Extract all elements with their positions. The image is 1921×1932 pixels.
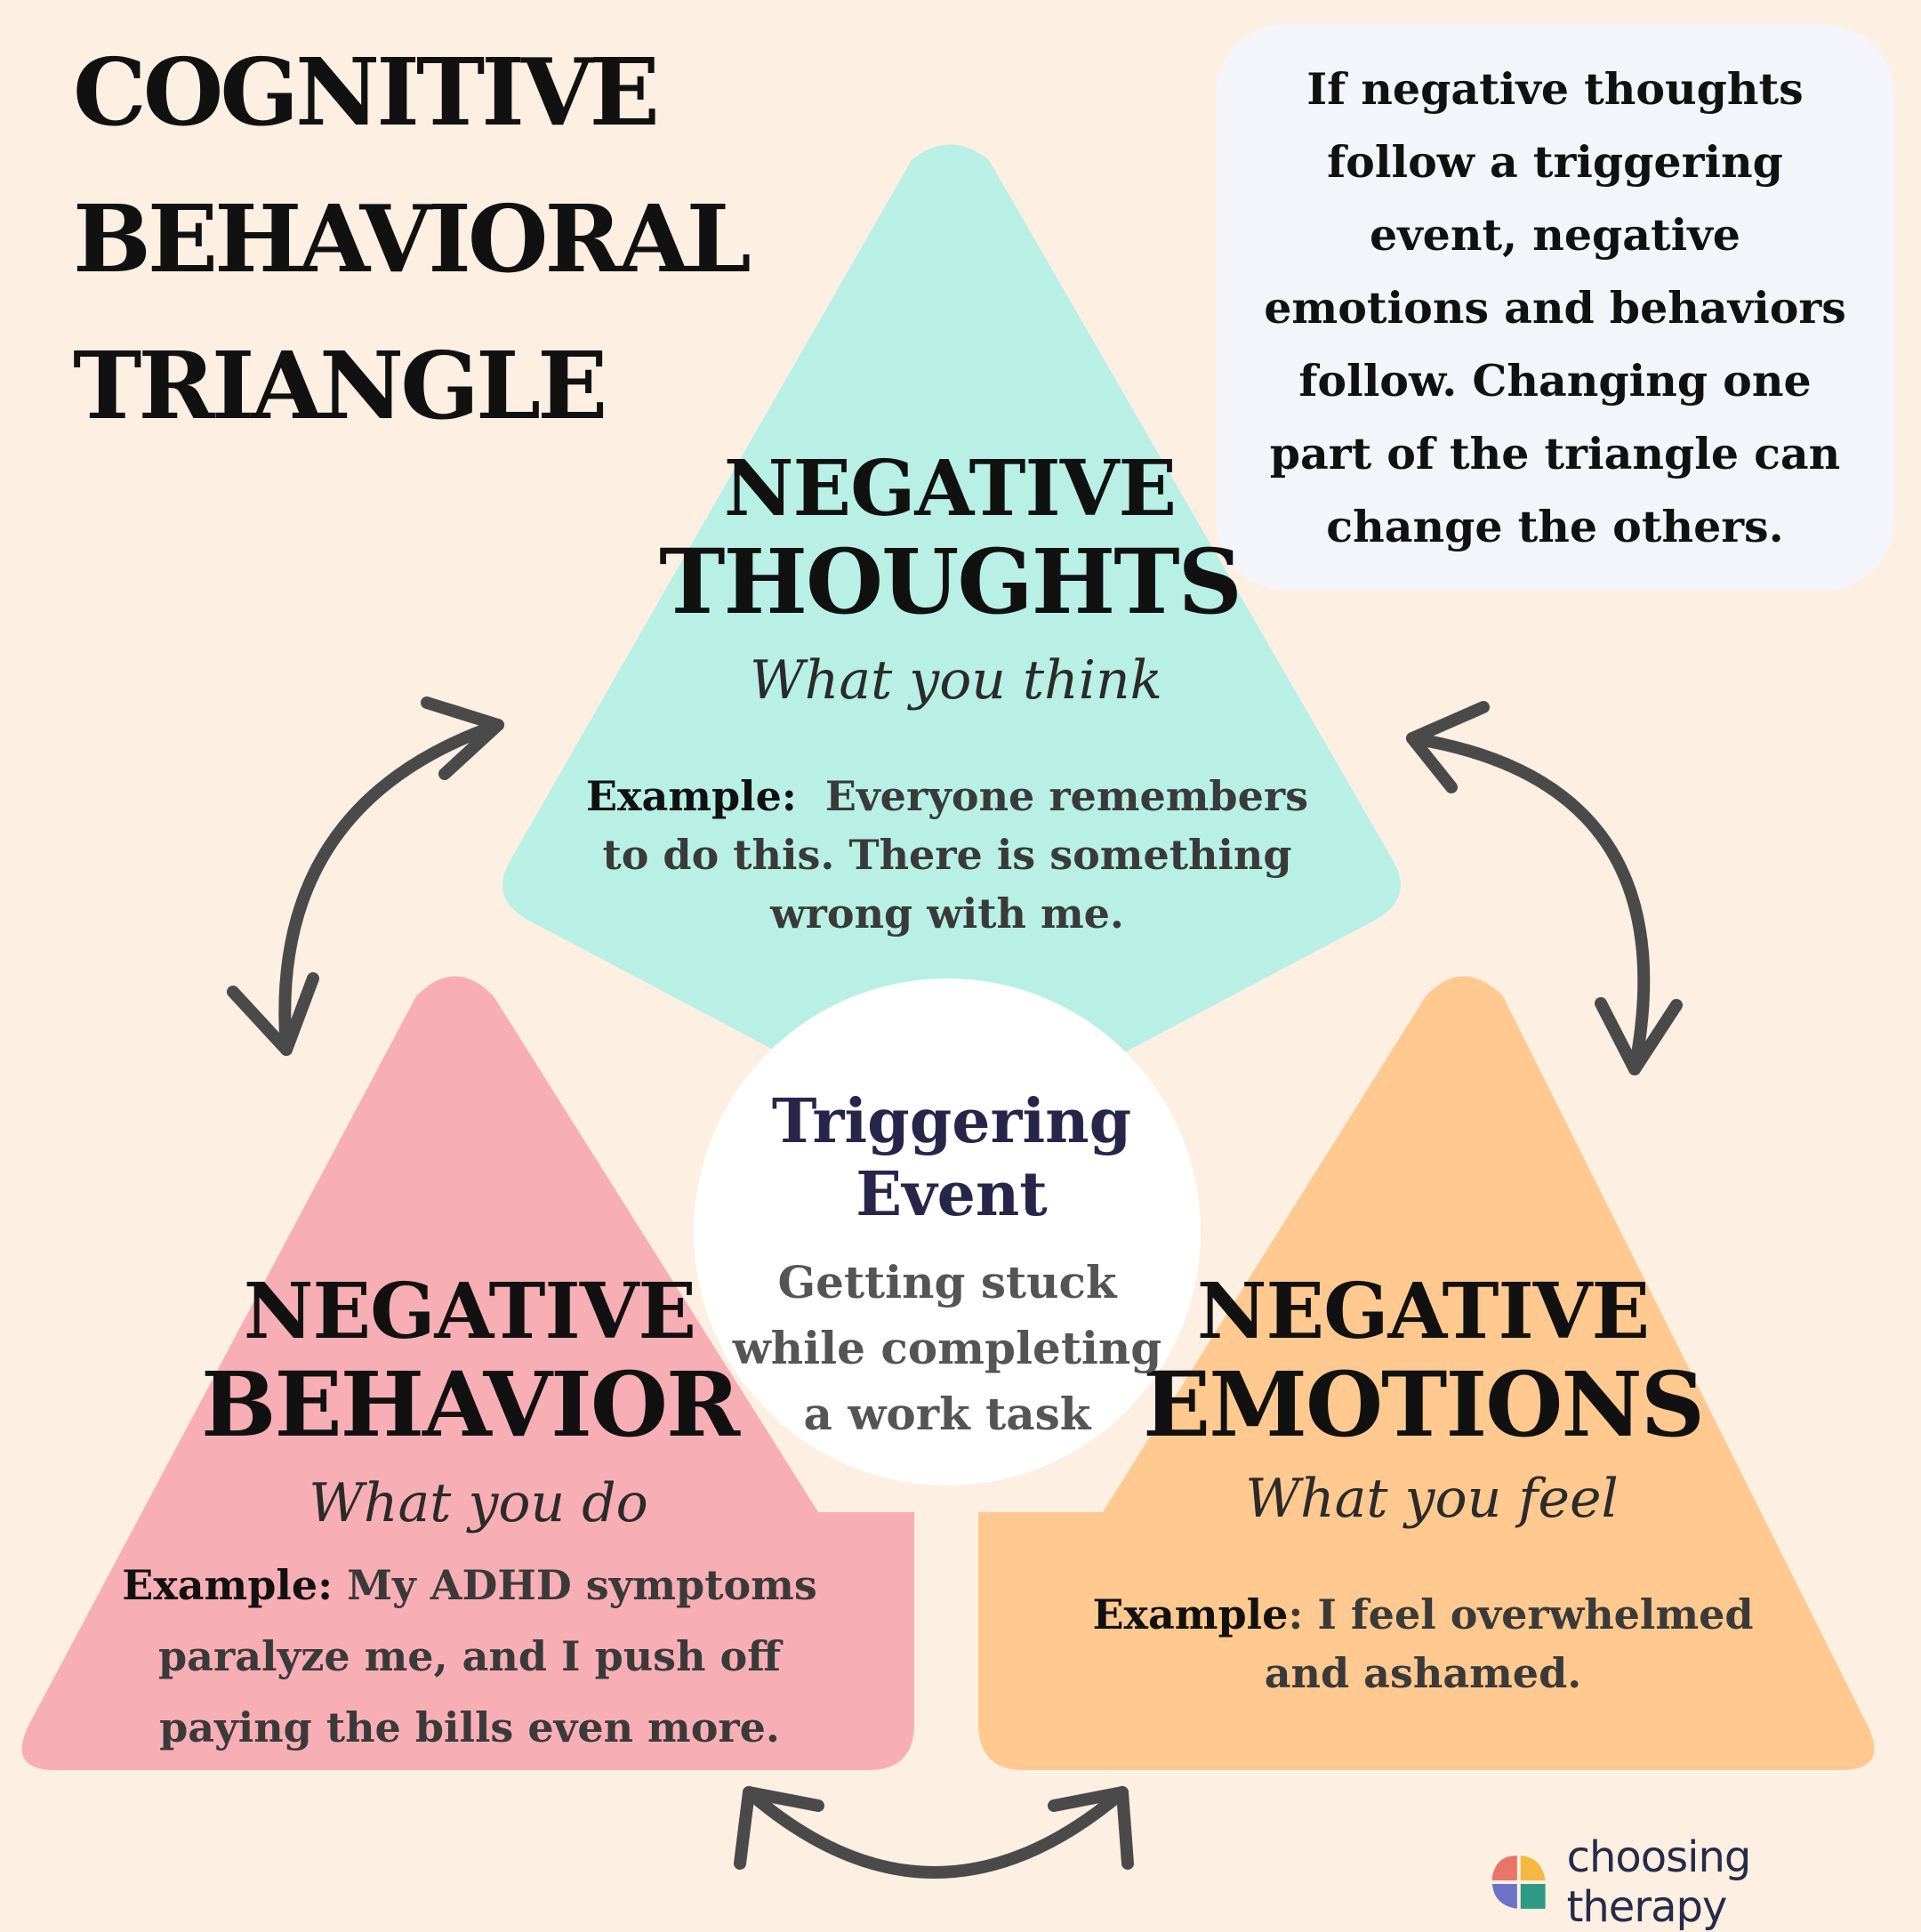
info-text: If negative thoughts follow a triggering… xyxy=(1264,62,1846,552)
behavior-example: Example: My ADHD symptoms paralyze me, a… xyxy=(96,1550,843,1763)
page-title-line-3: TRIANGLE xyxy=(73,331,607,440)
trigger-circle xyxy=(694,978,1201,1485)
trigger-description: Getting stuck while completing a work ta… xyxy=(732,1256,1162,1440)
page-title-line-1: COGNITIVE xyxy=(73,37,660,147)
emotions-example-text: I feel overwhelmed and ashamed. xyxy=(1264,1590,1754,1697)
behavior-heading-line-1: NEGATIVE xyxy=(243,1267,696,1356)
thoughts-subtitle: What you think xyxy=(750,649,1162,712)
emotions-triangle xyxy=(978,976,1875,1770)
emotions-subtitle: What you feel xyxy=(1245,1468,1619,1530)
emotions-heading-line-2: EMOTIONS xyxy=(1143,1352,1705,1457)
choosing-therapy-logo-icon xyxy=(1491,1856,1546,1909)
emotions-heading: NEGATIVE EMOTIONS xyxy=(1143,1267,1705,1457)
behavior-heading: NEGATIVE BEHAVIOR xyxy=(200,1267,740,1457)
brand-name: choosing therapy xyxy=(1566,1832,1752,1932)
behavior-example-label: Example: xyxy=(122,1561,334,1609)
brand: choosing therapy xyxy=(1487,1832,1921,1932)
behavior-example-text: My ADHD symptoms paralyze me, and I push… xyxy=(158,1561,817,1751)
thoughts-example-label: Example: xyxy=(586,772,797,820)
thoughts-example-text: Everyone remembers to do this. There is … xyxy=(602,772,1308,938)
emotions-example: Example: I feel overwhelmed and ashamed. xyxy=(1085,1585,1761,1703)
info-box: If negative thoughts follow a triggering… xyxy=(1216,24,1894,591)
double-arrow-icon xyxy=(1406,701,1683,1075)
double-arrow-icon xyxy=(734,1786,1134,1879)
emotions-heading-line-1: NEGATIVE xyxy=(1196,1267,1650,1356)
thoughts-heading: NEGATIVE THOUGHTS xyxy=(659,444,1242,634)
page-title-line-2: BEHAVIORAL xyxy=(73,184,752,294)
trigger-title-line-1: Triggering xyxy=(771,1086,1132,1157)
thoughts-heading-line-2: THOUGHTS xyxy=(659,529,1242,634)
behavior-triangle xyxy=(21,976,915,1770)
thoughts-heading-line-1: NEGATIVE xyxy=(723,444,1177,534)
emotions-example-label: Example xyxy=(1092,1590,1289,1638)
behavior-subtitle: What you do xyxy=(309,1472,648,1534)
trigger-title: Triggering Event xyxy=(772,1085,1131,1231)
emotions-example-colon: : xyxy=(1288,1590,1304,1638)
thoughts-triangle xyxy=(502,144,1401,1130)
behavior-heading-line-2: BEHAVIOR xyxy=(200,1352,740,1457)
double-arrow-icon xyxy=(227,696,504,1056)
trigger-title-line-2: Event xyxy=(856,1159,1048,1230)
thoughts-example: Example: Everyone remembers to do this. … xyxy=(583,767,1312,943)
